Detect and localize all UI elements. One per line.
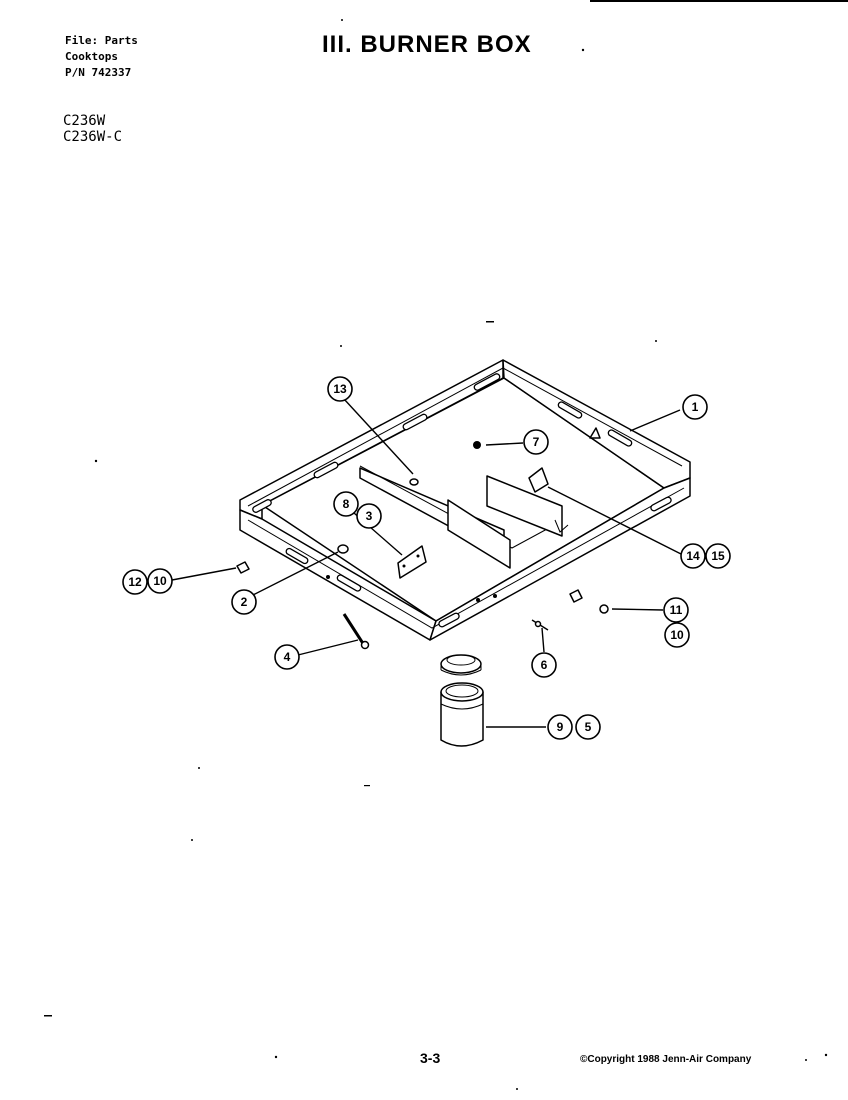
long-bolt: [342, 613, 370, 650]
file-line: File: Parts: [65, 34, 138, 47]
callout-14: 14: [680, 543, 706, 569]
callout-13: 13: [327, 376, 353, 402]
callout-12: 12: [122, 569, 148, 595]
copyright-notice: ©Copyright 1988 Jenn-Air Company: [580, 1054, 752, 1065]
callout-1: 1: [682, 394, 708, 420]
file-info: File: Parts Cooktops P/N 742337: [65, 33, 138, 81]
baffle-right: [486, 475, 563, 537]
callout-11: 11: [663, 597, 689, 623]
small-fastener: [409, 478, 419, 486]
burner-box-tray: [239, 359, 691, 641]
svg-text:9: 9: [557, 720, 564, 734]
callout-15: 15: [705, 543, 731, 569]
callout-8: 8: [333, 491, 359, 517]
svg-text:2: 2: [241, 595, 248, 609]
pin: [531, 619, 549, 631]
model-number: C236W-C: [63, 129, 123, 145]
clip-bracket: [528, 467, 549, 493]
part-number: P/N 742337: [65, 66, 132, 79]
svg-text:14: 14: [686, 549, 700, 563]
page-title: III. BURNER BOX: [322, 31, 532, 58]
callout-10-left: 10: [147, 568, 173, 594]
callout-2: 2: [231, 589, 257, 615]
scan-specks: [44, 19, 828, 1090]
svg-text:15: 15: [711, 549, 725, 563]
callout-5: 5: [575, 714, 601, 740]
model-number: C236W: [63, 113, 106, 129]
page-number: 3-3: [420, 1050, 441, 1066]
jar: [440, 682, 484, 747]
jar-lid: [440, 654, 482, 676]
svg-text:10: 10: [670, 628, 684, 642]
top-rule: [590, 0, 848, 2]
svg-text:8: 8: [343, 497, 350, 511]
baffle-left: [447, 499, 511, 569]
plug-button: [473, 441, 481, 449]
svg-text:11: 11: [670, 603, 683, 617]
screw-left: [236, 561, 250, 574]
tray-front-right-wall: [429, 477, 691, 641]
svg-text:7: 7: [533, 435, 540, 449]
svg-text:4: 4: [284, 650, 291, 664]
svg-text:12: 12: [128, 575, 142, 589]
grommet: [337, 544, 349, 554]
bracket-plate: [397, 545, 427, 579]
callout-7: 7: [523, 429, 549, 455]
callout-6: 6: [531, 652, 557, 678]
callout-9: 9: [547, 714, 573, 740]
callout-4: 4: [274, 644, 300, 670]
category-line: Cooktops: [65, 50, 118, 63]
model-list: C236W C236W-C: [63, 113, 122, 145]
svg-text:10: 10: [153, 574, 167, 588]
svg-text:3: 3: [366, 509, 373, 523]
screw-right: [569, 589, 609, 614]
svg-text:1: 1: [692, 400, 699, 414]
callout-10-right: 10: [664, 622, 690, 648]
callout-3: 3: [356, 503, 382, 529]
svg-text:5: 5: [585, 720, 592, 734]
svg-text:6: 6: [541, 658, 548, 672]
svg-text:13: 13: [333, 382, 347, 396]
